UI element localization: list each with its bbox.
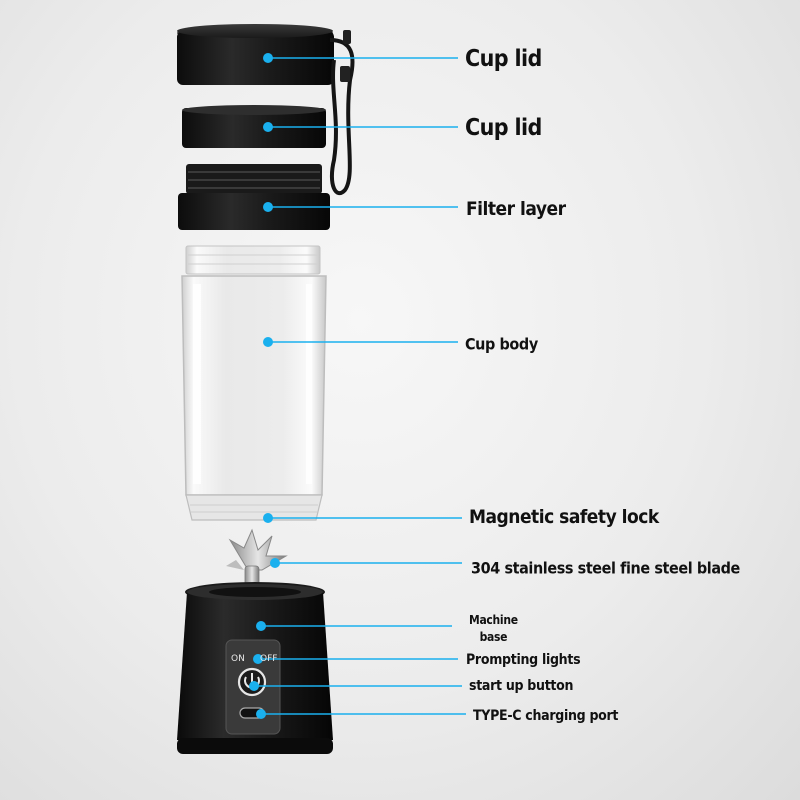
cup-body-part [181,245,327,521]
filter-layer-part [178,164,330,230]
machine-base-part [177,582,333,754]
label-prompting-lights: Prompting lights [466,652,581,668]
anchor-dot-cup-lid-inner [263,122,273,132]
anchor-dot-machine-base [256,621,266,631]
anchor-dot-type-c-port [256,709,266,719]
cup-lid-inner-part [182,105,326,148]
panel-on-label: ON [231,654,245,664]
label-cup-lid-inner: Cup lid [465,115,542,141]
anchor-dot-cup-body [263,337,273,347]
label-start-up-button: start up button [469,678,574,694]
label-cup-lid-top: Cup lid [465,46,542,72]
label-machine-base: Machine base [469,612,518,646]
anchor-dot-prompting-lights [253,654,263,664]
callout-leaders [249,53,466,719]
anchor-dot-filter-layer [263,202,273,212]
cup-lid-top-part [177,24,355,196]
panel-off-label: OFF [260,654,278,664]
anchor-dot-cup-lid-top [263,53,273,63]
anchor-dot-start-up-button [249,681,259,691]
label-magnetic-safety-lock: Magnetic safety lock [469,506,659,528]
anchor-dot-magnetic-safety-lock [263,513,273,523]
label-machine-base-line2: base [479,630,508,644]
label-cup-body: Cup body [465,334,538,354]
anchor-dot-blade [270,558,280,568]
label-blade: 304 stainless steel fine steel blade [471,558,740,578]
label-filter-layer: Filter layer [466,198,566,220]
label-machine-base-line1: Machine [469,613,518,627]
label-type-c-port: TYPE-C charging port [473,708,619,724]
